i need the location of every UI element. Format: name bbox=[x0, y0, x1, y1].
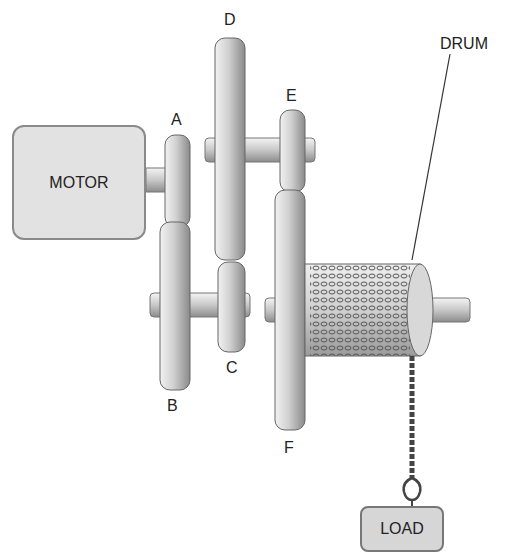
box-text: LOAD bbox=[380, 520, 424, 538]
gear-label: C bbox=[226, 360, 238, 376]
gear bbox=[215, 38, 245, 260]
part-label: DRUM bbox=[440, 36, 488, 52]
drum bbox=[305, 264, 420, 356]
box-text: MOTOR bbox=[49, 174, 108, 192]
gear-label: F bbox=[284, 440, 294, 456]
gear bbox=[218, 262, 245, 352]
gear bbox=[275, 190, 305, 430]
chain bbox=[410, 356, 415, 478]
gear-label: B bbox=[167, 398, 178, 414]
hook bbox=[404, 478, 421, 500]
gear bbox=[280, 110, 305, 192]
gear-label: D bbox=[224, 12, 236, 28]
chain-windings bbox=[310, 264, 410, 356]
gear-label: E bbox=[286, 88, 297, 104]
gear-label: A bbox=[171, 112, 182, 128]
gear bbox=[165, 135, 190, 227]
gear bbox=[160, 222, 190, 390]
drum-end bbox=[407, 264, 433, 356]
load-box: LOAD bbox=[360, 506, 444, 552]
motor-box: MOTOR bbox=[12, 125, 146, 240]
leader-line bbox=[412, 54, 450, 260]
